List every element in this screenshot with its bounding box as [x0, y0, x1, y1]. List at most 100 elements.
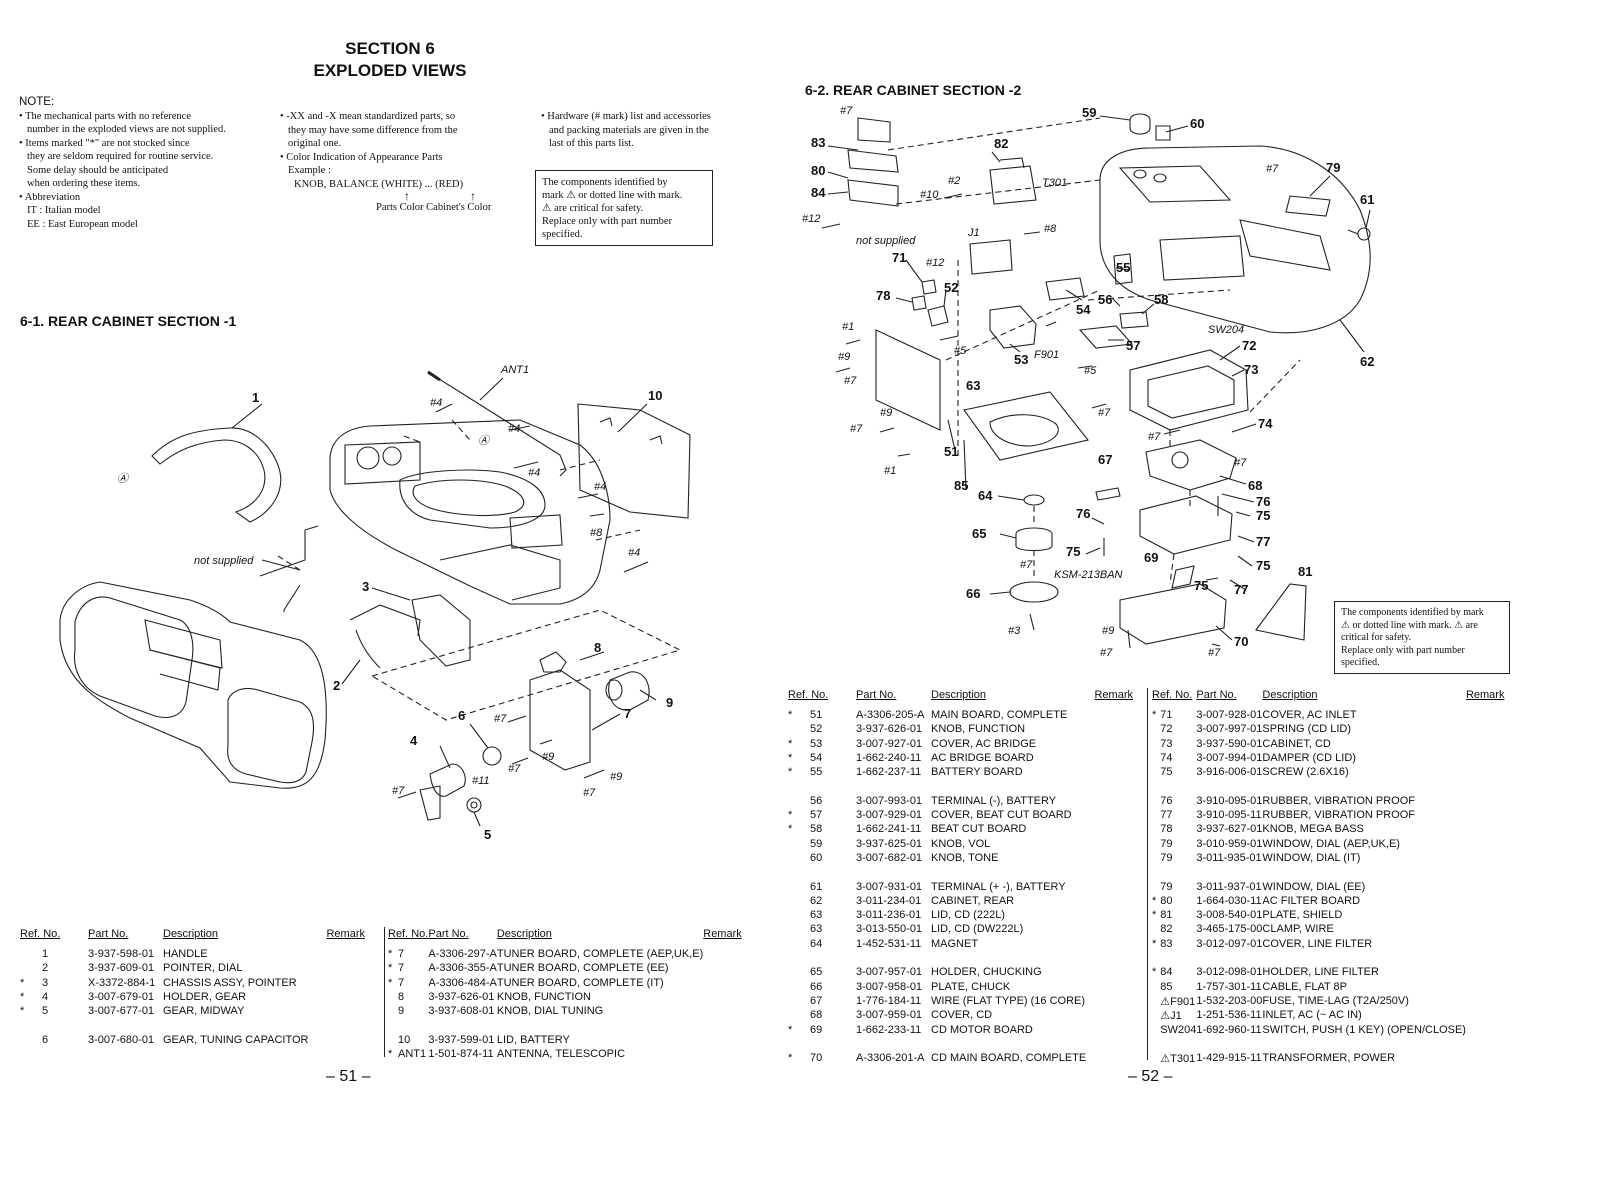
ref-no: 53 — [810, 737, 823, 750]
screw-label: #2 — [948, 175, 960, 187]
note-line: • Hardware (# mark) list and accessories — [541, 111, 711, 122]
row-spacer — [20, 1019, 365, 1033]
star-mark — [788, 895, 810, 909]
remark — [1466, 895, 1505, 909]
star-mark — [1152, 995, 1160, 1009]
callout-60: 60 — [1190, 116, 1204, 131]
description: MAIN BOARD, COMPLETE — [931, 709, 1068, 721]
description: COVER, CD — [931, 1009, 993, 1022]
note-line: number in the exploded views are not sup… — [27, 124, 226, 135]
screw-label: #9 — [880, 407, 892, 419]
star-mark — [1152, 795, 1160, 809]
part-no: 1-692-960-11 — [1196, 1023, 1262, 1036]
part-no: 3-011-935-01 — [1196, 851, 1262, 864]
star-mark — [788, 995, 810, 1009]
col-ref-no: Ref. No. — [1152, 689, 1193, 701]
description: TRANSFORMER, POWER — [1262, 1052, 1396, 1065]
row-spacer — [1152, 1038, 1504, 1052]
ref-no: 5 — [42, 1005, 49, 1018]
remark — [1466, 1009, 1505, 1023]
ref-no: 9 — [397, 1005, 405, 1018]
callout-7: 7 — [624, 706, 631, 721]
remark — [1466, 852, 1505, 866]
remark — [1093, 1052, 1133, 1066]
ref-no: 80 — [1160, 894, 1173, 907]
callout-8: 8 — [594, 640, 601, 655]
notes-heading: NOTE: — [19, 96, 55, 108]
rear-cabinet-62 — [1099, 145, 1371, 334]
description: HANDLE — [163, 948, 208, 960]
screw-label: #7 — [840, 105, 853, 117]
remark — [323, 1034, 365, 1048]
remark — [1466, 981, 1505, 995]
remark — [1093, 895, 1133, 909]
screw-label: #3 — [1008, 625, 1021, 637]
screw-label: #7 — [1098, 407, 1111, 419]
callout-82: 82 — [994, 136, 1008, 151]
screw-label: #12 — [802, 213, 820, 225]
remark — [1093, 995, 1133, 1009]
ref-no: ⚠T301 — [1160, 1053, 1196, 1066]
part-no: 3-007-993-01 — [856, 794, 923, 807]
remark — [1466, 909, 1505, 923]
ref-no: 69 — [810, 1023, 823, 1036]
remark — [703, 962, 742, 976]
callout-ant1: ANT1 — [500, 364, 529, 376]
star-mark — [1152, 738, 1160, 752]
callout-55: 55 — [1116, 260, 1130, 275]
description: HOLDER, CHUCKING — [931, 966, 1042, 979]
callout-75: 75 — [1256, 508, 1270, 523]
part-no: 1-757-301-11 — [1196, 980, 1262, 993]
description: SCREW (2.6X16) — [1262, 766, 1349, 779]
part-no: 3-937-598-01 — [88, 948, 155, 960]
safety-note-box: The components identified by mark ⚠ or d… — [535, 170, 713, 246]
remark — [1466, 795, 1505, 809]
col-description: Description — [931, 689, 987, 701]
safety-line: ⚠ or dotted line with mark. ⚠ are — [1341, 619, 1478, 631]
ref-no: 58 — [810, 823, 823, 836]
callout-73: 73 — [1244, 362, 1258, 377]
callout-56: 56 — [1098, 292, 1112, 307]
description: RUBBER, VIBRATION PROOF — [1262, 809, 1416, 822]
star-mark: * — [1152, 894, 1157, 907]
screw-label: #9 — [838, 351, 850, 363]
remark — [1093, 881, 1133, 895]
screw-label: #4 — [628, 547, 640, 559]
remark — [703, 1048, 742, 1062]
description: CABLE, FLAT 8P — [1262, 980, 1347, 993]
star-mark — [20, 948, 42, 962]
description: BEAT CUT BOARD — [931, 823, 1027, 836]
star-mark: * — [20, 990, 25, 1003]
screw-label: #4 — [508, 423, 520, 435]
col-ref-no: Ref. No. — [388, 928, 429, 940]
star-mark — [788, 938, 810, 952]
description: KNOB, FUNCTION — [931, 723, 1026, 736]
ref-no: 52 — [810, 723, 823, 736]
note-line: last of this parts list. — [549, 138, 634, 149]
ref-no: 79 — [1160, 837, 1173, 850]
ref-no: 83 — [1160, 937, 1173, 950]
part-no: 3-937-590-01 — [1196, 737, 1263, 750]
description: WINDOW, DIAL (IT) — [1262, 851, 1361, 864]
col-part-no: Part No. — [88, 928, 129, 940]
note-line: • Color Indication of Appearance Parts — [280, 151, 443, 163]
remark — [1466, 766, 1505, 780]
part-no: 3-937-625-01 — [856, 837, 923, 850]
part-no: 3-012-098-01 — [1196, 966, 1263, 979]
callout-9: 9 — [666, 695, 673, 710]
ref-no: 10 — [397, 1033, 411, 1046]
note-line: • -XX and -X mean standardized parts, so — [280, 111, 456, 122]
